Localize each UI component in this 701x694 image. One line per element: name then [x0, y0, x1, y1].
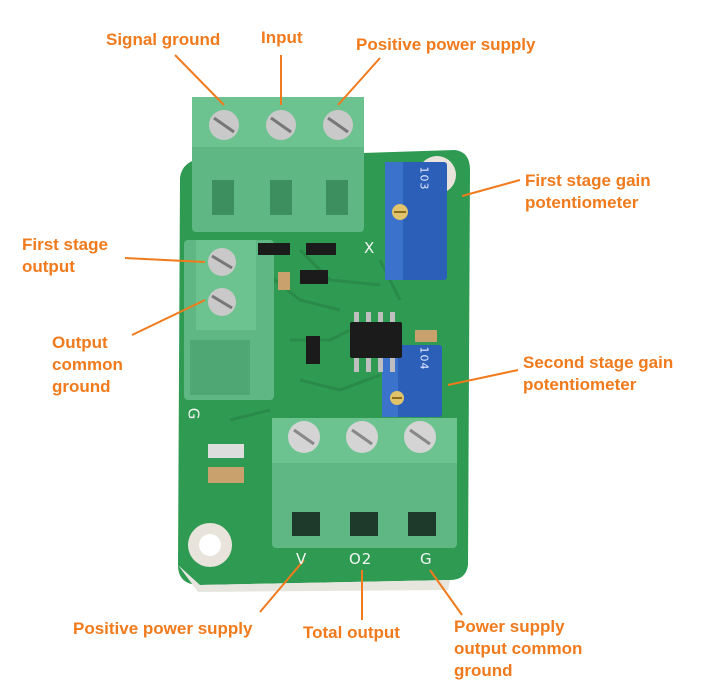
- first-stage-potentiometer: [385, 162, 447, 280]
- pot-code-top: 103: [417, 166, 431, 191]
- pin-label-v: V: [296, 550, 308, 568]
- second-stage-potentiometer: [382, 345, 442, 417]
- label-signal-ground: Signal ground: [106, 30, 221, 49]
- label-second-stage-gain-potentiometer: Second stage gain potentiometer: [523, 353, 674, 394]
- leader-signal-ground: [174, 54, 225, 106]
- label-output-common-ground: Output common ground: [52, 333, 123, 396]
- x-mark-label: X: [364, 239, 376, 257]
- label-positive-power-supply-top: Positive power supply: [356, 35, 536, 54]
- label-positive-power-supply-bottom: Positive power supply: [73, 619, 253, 638]
- screw-icon: [404, 421, 436, 453]
- screw-icon: [208, 288, 236, 316]
- left-terminal-block: [184, 240, 274, 400]
- side-pin-label-g: G: [184, 407, 203, 421]
- label-total-output: Total output: [303, 623, 400, 642]
- leader-first-stage-pot: [461, 179, 521, 197]
- screw-icon: [323, 110, 353, 140]
- screw-icon: [346, 421, 378, 453]
- leader-positive-power-bottom: [259, 559, 305, 613]
- bottom-terminal-block: [272, 418, 457, 548]
- leader-lines: [124, 54, 521, 620]
- leader-positive-power-top: [337, 57, 381, 106]
- label-power-supply-output-common-ground: Power supply output common ground: [454, 617, 583, 680]
- pot-code-bottom: 104: [417, 346, 431, 371]
- screw-icon: [208, 248, 236, 276]
- leader-first-stage-output: [124, 257, 206, 263]
- label-first-stage-gain-potentiometer: First stage gain potentiometer: [525, 171, 651, 212]
- pin-label-o2: O2: [349, 550, 373, 568]
- label-first-stage-output: First stage output: [22, 235, 108, 276]
- top-terminal-block: [192, 97, 364, 232]
- leader-second-stage-pot: [447, 369, 519, 386]
- screw-icon: [209, 110, 239, 140]
- leader-output-common-ground: [131, 299, 206, 336]
- smd-components: [208, 243, 437, 483]
- screw-icon: [266, 110, 296, 140]
- leader-power-supply-ground: [429, 569, 463, 616]
- pin-label-g: G: [420, 550, 433, 568]
- label-input: Input: [261, 28, 303, 47]
- opamp-ic: [350, 312, 402, 372]
- mounting-hole-bottom-icon: [188, 523, 232, 567]
- screw-icon: [288, 421, 320, 453]
